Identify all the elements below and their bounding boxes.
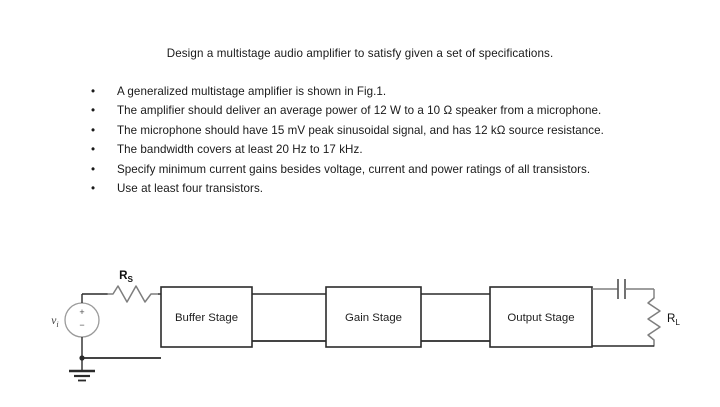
list-item: • A generalized multistage amplifier is …	[88, 82, 708, 101]
list-item: • The bandwidth covers at least 20 Hz to…	[88, 140, 708, 159]
bullet-icon: •	[91, 104, 96, 118]
source-plus-sign: +	[79, 307, 84, 317]
output-stage-label: Output Stage	[507, 312, 574, 324]
specification-list: • A generalized multistage amplifier is …	[88, 82, 708, 198]
list-item-text: The amplifier should deliver an average …	[117, 104, 602, 118]
series-resistor-label: RS	[119, 269, 133, 284]
list-item: • The amplifier should deliver an averag…	[88, 101, 708, 120]
bullet-icon: •	[91, 162, 96, 176]
bullet-icon: •	[91, 181, 96, 195]
amplifier-block-diagram: + − vi RS Buffer Stage Gain Stage Output…	[0, 252, 720, 392]
gain-stage-box[interactable]	[325, 286, 422, 348]
buffer-stage-box[interactable]	[160, 286, 253, 348]
load-resistor-label: RL	[667, 312, 680, 327]
gain-stage-label: Gain Stage	[345, 312, 402, 324]
list-item: • The microphone should have 15 mV peak …	[88, 121, 708, 140]
list-item: • Use at least four transistors.	[88, 179, 708, 198]
series-resistor-symbol	[107, 285, 159, 303]
source-minus-sign: −	[79, 320, 84, 330]
bullet-icon: •	[91, 123, 96, 137]
source-label: vi	[51, 315, 59, 329]
list-item-text: Use at least four transistors.	[117, 181, 264, 195]
list-item: • Specify minimum current gains besides …	[88, 160, 708, 179]
bullet-icon: •	[91, 85, 96, 98]
list-item-text: A generalized multistage amplifier is sh…	[117, 85, 387, 98]
list-item-text: The microphone should have 15 mV peak si…	[117, 123, 604, 137]
buffer-stage-label: Buffer Stage	[175, 312, 238, 324]
bullet-icon: •	[91, 143, 96, 157]
load-resistor-symbol	[647, 297, 661, 347]
output-stage-box[interactable]	[489, 286, 593, 348]
list-item-text: The bandwidth covers at least 20 Hz to 1…	[117, 143, 363, 157]
page-title: Design a multistage audio amplifier to s…	[166, 47, 554, 60]
circuit-svg: + − vi RS Buffer Stage Gain Stage Output…	[51, 269, 680, 382]
list-item-text: Specify minimum current gains besides vo…	[117, 162, 591, 176]
